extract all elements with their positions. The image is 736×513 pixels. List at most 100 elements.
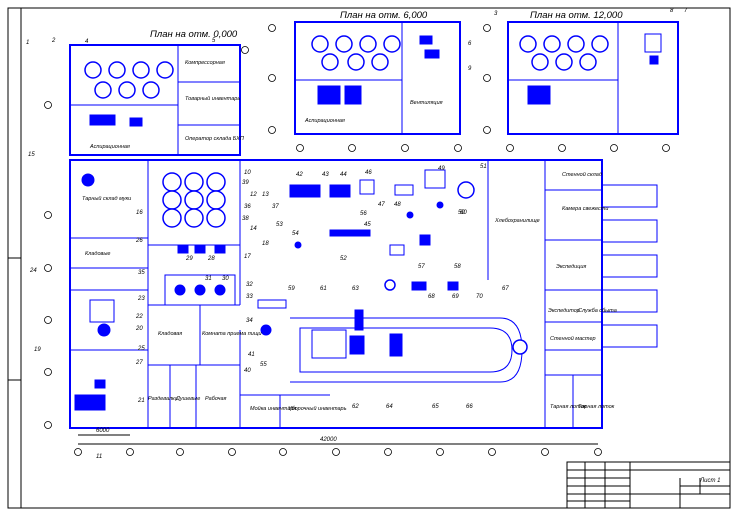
callout-18: 18 <box>262 241 269 247</box>
callout-1: 1 <box>26 40 29 46</box>
callout-38: 38 <box>242 216 249 222</box>
callout-2: 2 <box>51 38 56 44</box>
callout-32: 32 <box>246 282 253 288</box>
callout-59: 59 <box>288 286 295 292</box>
callout-5: 5 <box>212 38 216 44</box>
room-tarny-sklad: Тарный склад муки <box>82 195 131 202</box>
callout-58: 58 <box>454 264 461 270</box>
title-block <box>566 461 731 509</box>
callout-10: 10 <box>244 170 251 176</box>
callout-50: 50 <box>458 210 465 216</box>
callout-48: 48 <box>394 202 401 208</box>
callout-40: 40 <box>244 368 251 374</box>
callout-54: 54 <box>292 231 299 237</box>
callout-51: 51 <box>480 164 487 170</box>
callout-19: 19 <box>34 347 41 353</box>
callout-42: 42 <box>296 172 303 178</box>
room-aspiratsionnaya-0: Аспирационная <box>89 144 130 150</box>
callout-70: 70 <box>476 294 483 300</box>
callout-22: 22 <box>135 314 143 320</box>
room-aspiratsionnaya-6: Аспирационная <box>304 118 345 124</box>
header-level-0: План на отм. 0,000 <box>150 29 238 40</box>
callout-31: 31 <box>205 276 212 282</box>
callout-57: 57 <box>418 264 425 270</box>
plan-level-0 <box>69 44 241 156</box>
room-sluzhba-sbyta: Служба сбыта <box>578 308 617 314</box>
callout-61: 61 <box>320 286 327 292</box>
callout-17: 17 <box>244 254 251 260</box>
callout-11: 11 <box>96 454 102 460</box>
callout-21: 21 <box>137 398 145 404</box>
callout-30: 30 <box>222 276 229 282</box>
room-tovarny-inventar: Товарный инвентарь <box>185 95 240 102</box>
callout-55: 55 <box>260 362 267 368</box>
callout-64: 64 <box>386 404 393 410</box>
callout-23: 23 <box>137 296 145 302</box>
room-kladovaya: Кладовые <box>85 251 110 257</box>
main-floor-plan <box>69 159 658 429</box>
header-level-12: План на отм. 12,000 <box>530 10 623 21</box>
callout-27: 27 <box>135 360 143 366</box>
room-kompressornaya: Компрессорная <box>185 60 225 66</box>
callout-7: 7 <box>684 8 688 14</box>
room-dushevye: Душевые <box>175 396 200 402</box>
callout-43: 43 <box>322 172 329 178</box>
title-block-sheet: Лист 1 <box>699 478 720 484</box>
room-tarnaya-2: Тарная лоток <box>578 404 615 410</box>
room-tarnaya-1: Тарная лоток <box>550 404 587 410</box>
room-rabochaya: Рабочая <box>205 396 227 402</box>
room-khleboxranilische: Хлебохранилище <box>494 218 540 224</box>
callout-8: 8 <box>670 8 674 14</box>
callout-28: 28 <box>207 256 215 262</box>
room-kamera-svezhesti: Камера свежести <box>562 206 608 212</box>
callout-53: 53 <box>276 222 283 228</box>
callout-67: 67 <box>502 286 509 292</box>
callout-52: 52 <box>340 256 347 262</box>
callout-26: 26 <box>135 238 143 244</box>
callout-69: 69 <box>452 294 459 300</box>
drawing-frame <box>7 7 731 509</box>
room-ventkamera: Вентиляция <box>410 100 443 106</box>
callout-37: 37 <box>272 204 279 210</box>
callout-56: 56 <box>360 211 367 217</box>
callout-20: 20 <box>135 326 143 332</box>
callout-68: 68 <box>428 294 435 300</box>
callout-33: 33 <box>246 294 253 300</box>
callout-35: 35 <box>138 270 145 276</box>
dimension-left: 6000 <box>96 428 110 434</box>
room-stolyar: Стенной мастер <box>550 335 596 342</box>
callout-36: 36 <box>244 204 251 210</box>
callout-60: 60 <box>460 210 467 216</box>
plan-level-6 <box>294 21 461 135</box>
callout-49: 49 <box>438 166 445 172</box>
room-uborochny-inventar: Уборочный инвентарь <box>287 405 347 412</box>
callout-45: 45 <box>364 222 371 228</box>
grid-axes <box>44 24 670 456</box>
room-ekspeditsiya: Экспедиция <box>556 264 586 270</box>
callout-62: 62 <box>352 404 359 410</box>
callout-34: 34 <box>246 318 253 324</box>
callout-39: 39 <box>242 180 249 186</box>
dimension-total: 42000 <box>320 437 337 443</box>
callout-labels: 1 2 3 4 5 6 7 8 9 15 16 18 19 21 22 23 2… <box>26 8 688 460</box>
room-razdevalka: Раздевалка <box>148 396 178 402</box>
callout-29: 29 <box>185 256 193 262</box>
room-kladovaya-v: Кладовая <box>158 331 182 337</box>
callout-12: 12 <box>250 192 257 198</box>
callout-41: 41 <box>248 352 255 358</box>
callout-65: 65 <box>432 404 439 410</box>
callout-24: 24 <box>29 268 37 274</box>
callout-4: 4 <box>85 39 89 45</box>
callout-16: 16 <box>136 210 143 216</box>
callout-47: 47 <box>378 202 385 208</box>
callout-66: 66 <box>466 404 473 410</box>
callout-46: 46 <box>365 170 372 176</box>
callout-25: 25 <box>137 346 145 352</box>
callout-13: 13 <box>262 192 269 198</box>
room-stolovaya-sklada: Стенной склад <box>562 171 602 178</box>
callout-63: 63 <box>352 286 359 292</box>
room-komnata-pishi: Комната приема пищи <box>202 331 262 337</box>
room-operator-sklada: Оператор склада БХП <box>185 136 244 142</box>
room-moika-inventar: Мойка инвентаря <box>250 405 296 412</box>
